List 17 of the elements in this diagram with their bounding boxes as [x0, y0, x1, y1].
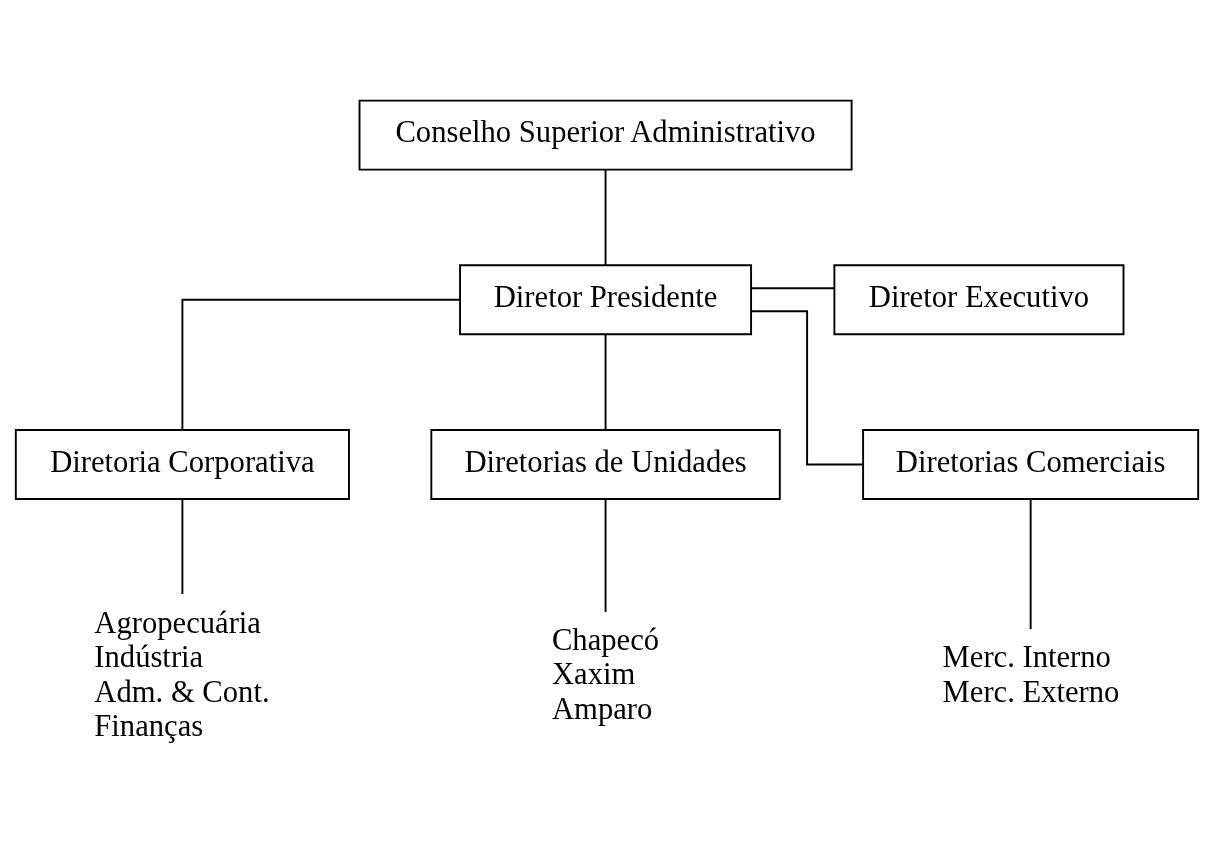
connector [750, 287, 836, 290]
connector [750, 310, 864, 466]
node-box: Diretorias de Unidades [430, 429, 781, 500]
connector [604, 498, 607, 613]
connector [181, 498, 184, 596]
node-text: Merc. Interno Merc. Externo [942, 640, 1120, 709]
node-box: Diretor Executivo [833, 264, 1125, 336]
node-text: Chapecó Xaxim Amparo [551, 622, 660, 726]
node-box: Diretorias Comerciais [862, 429, 1200, 500]
connector [604, 169, 607, 266]
connector [181, 298, 461, 431]
connector [1029, 498, 1032, 631]
node-box: Diretoria Corporativa [14, 429, 350, 500]
node-text: Agropecuária Indústria Adm. & Cont. Finanças [94, 605, 270, 743]
node-box: Conselho Superior Administrativo [358, 99, 853, 171]
connector [604, 333, 607, 431]
node-box: Diretor Presidente [459, 264, 753, 336]
